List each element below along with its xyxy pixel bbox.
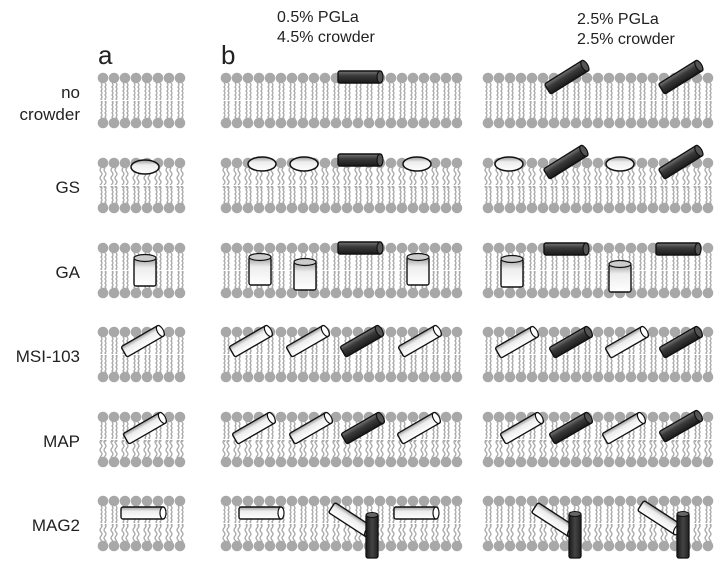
condition-2-pgla: 2.5% PGLa <box>577 11 659 28</box>
gs-ellipse-icon <box>402 156 432 172</box>
pgla-rod-icon <box>548 325 594 359</box>
pgla-rod-icon <box>543 242 590 256</box>
row-label-ga: GA <box>55 263 80 282</box>
crowder-rod-icon <box>238 506 285 520</box>
crowder-rod-icon <box>499 411 545 445</box>
lipid-bilayer <box>97 411 186 468</box>
lipid-bilayer <box>220 495 463 552</box>
lipid-bilayer <box>97 72 186 129</box>
condition-1-header: 0.5% PGLa 4.5% crowder <box>277 8 375 48</box>
ga-cylinder-icon <box>248 252 272 286</box>
row-label-mag2: MAG2 <box>31 516 80 535</box>
crowder-rod-icon <box>120 324 166 358</box>
lipid-bilayer <box>97 495 186 552</box>
pgla-rod-icon <box>340 411 386 445</box>
ga-cylinder-icon <box>608 259 632 293</box>
gs-ellipse-icon <box>494 156 524 172</box>
condition-2-header: 2.5% PGLa 2.5% crowder <box>577 10 675 50</box>
crowder-rod-icon <box>288 411 334 445</box>
pgla-rod-icon <box>543 144 589 180</box>
pgla-rod-icon <box>548 411 594 445</box>
ga-cylinder-icon <box>500 254 524 288</box>
pgla-rod-icon <box>658 325 704 359</box>
row-label-no-crowder: no crowder <box>0 82 80 126</box>
membranes <box>97 72 718 552</box>
panel-label-b: b <box>221 40 236 70</box>
gs-ellipse-icon <box>289 156 319 172</box>
crowder-rod-icon <box>397 324 443 358</box>
condition-2-crowder: 2.5% crowder <box>577 31 675 48</box>
pgla-rod-icon <box>658 409 704 443</box>
crowder-rod-icon <box>228 324 274 358</box>
ga-cylinder-icon <box>133 253 157 287</box>
crowder-rod-icon <box>396 411 442 445</box>
crowder-rod-icon <box>122 411 168 445</box>
pgla-rod-icon <box>337 70 384 84</box>
gs-ellipse-icon <box>605 156 635 172</box>
ga-cylinder-icon <box>293 257 317 291</box>
row-label-map: MAP <box>43 432 80 451</box>
crowder-rod-icon <box>120 506 167 520</box>
crowder-rod-icon <box>601 411 647 445</box>
gs-ellipse-icon <box>247 156 277 172</box>
peptides <box>120 59 704 559</box>
pgla-rod-icon <box>658 59 704 95</box>
pgla-rod-icon <box>339 324 385 358</box>
condition-1-pgla: 0.5% PGLa <box>277 9 359 26</box>
panel-label-a: a <box>98 40 113 70</box>
pgla-rod-icon <box>337 153 384 167</box>
crowder-rod-icon <box>494 325 540 359</box>
pgla-vertical-rod-icon <box>676 511 690 559</box>
row-label-gs: GS <box>55 178 80 197</box>
pgla-rod-icon <box>337 241 384 255</box>
gs-ellipse-icon <box>130 159 160 175</box>
row-label-line1: no <box>61 83 80 102</box>
crowder-rod-icon <box>604 325 650 359</box>
pgla-rod-icon <box>655 242 702 256</box>
row-label-line2: crowder <box>19 105 80 124</box>
crowder-rod-icon <box>393 506 440 520</box>
ga-cylinder-icon <box>406 252 430 286</box>
crowder-rod-icon <box>285 324 331 358</box>
row-label-msi-103: MSI-103 <box>15 347 80 366</box>
condition-1-crowder: 4.5% crowder <box>277 29 375 46</box>
pgla-rod-icon <box>544 59 590 95</box>
pgla-vertical-rod-icon <box>365 512 379 559</box>
pgla-rod-icon <box>658 144 704 180</box>
pgla-vertical-rod-icon <box>568 511 582 559</box>
crowder-rod-icon <box>231 411 277 445</box>
